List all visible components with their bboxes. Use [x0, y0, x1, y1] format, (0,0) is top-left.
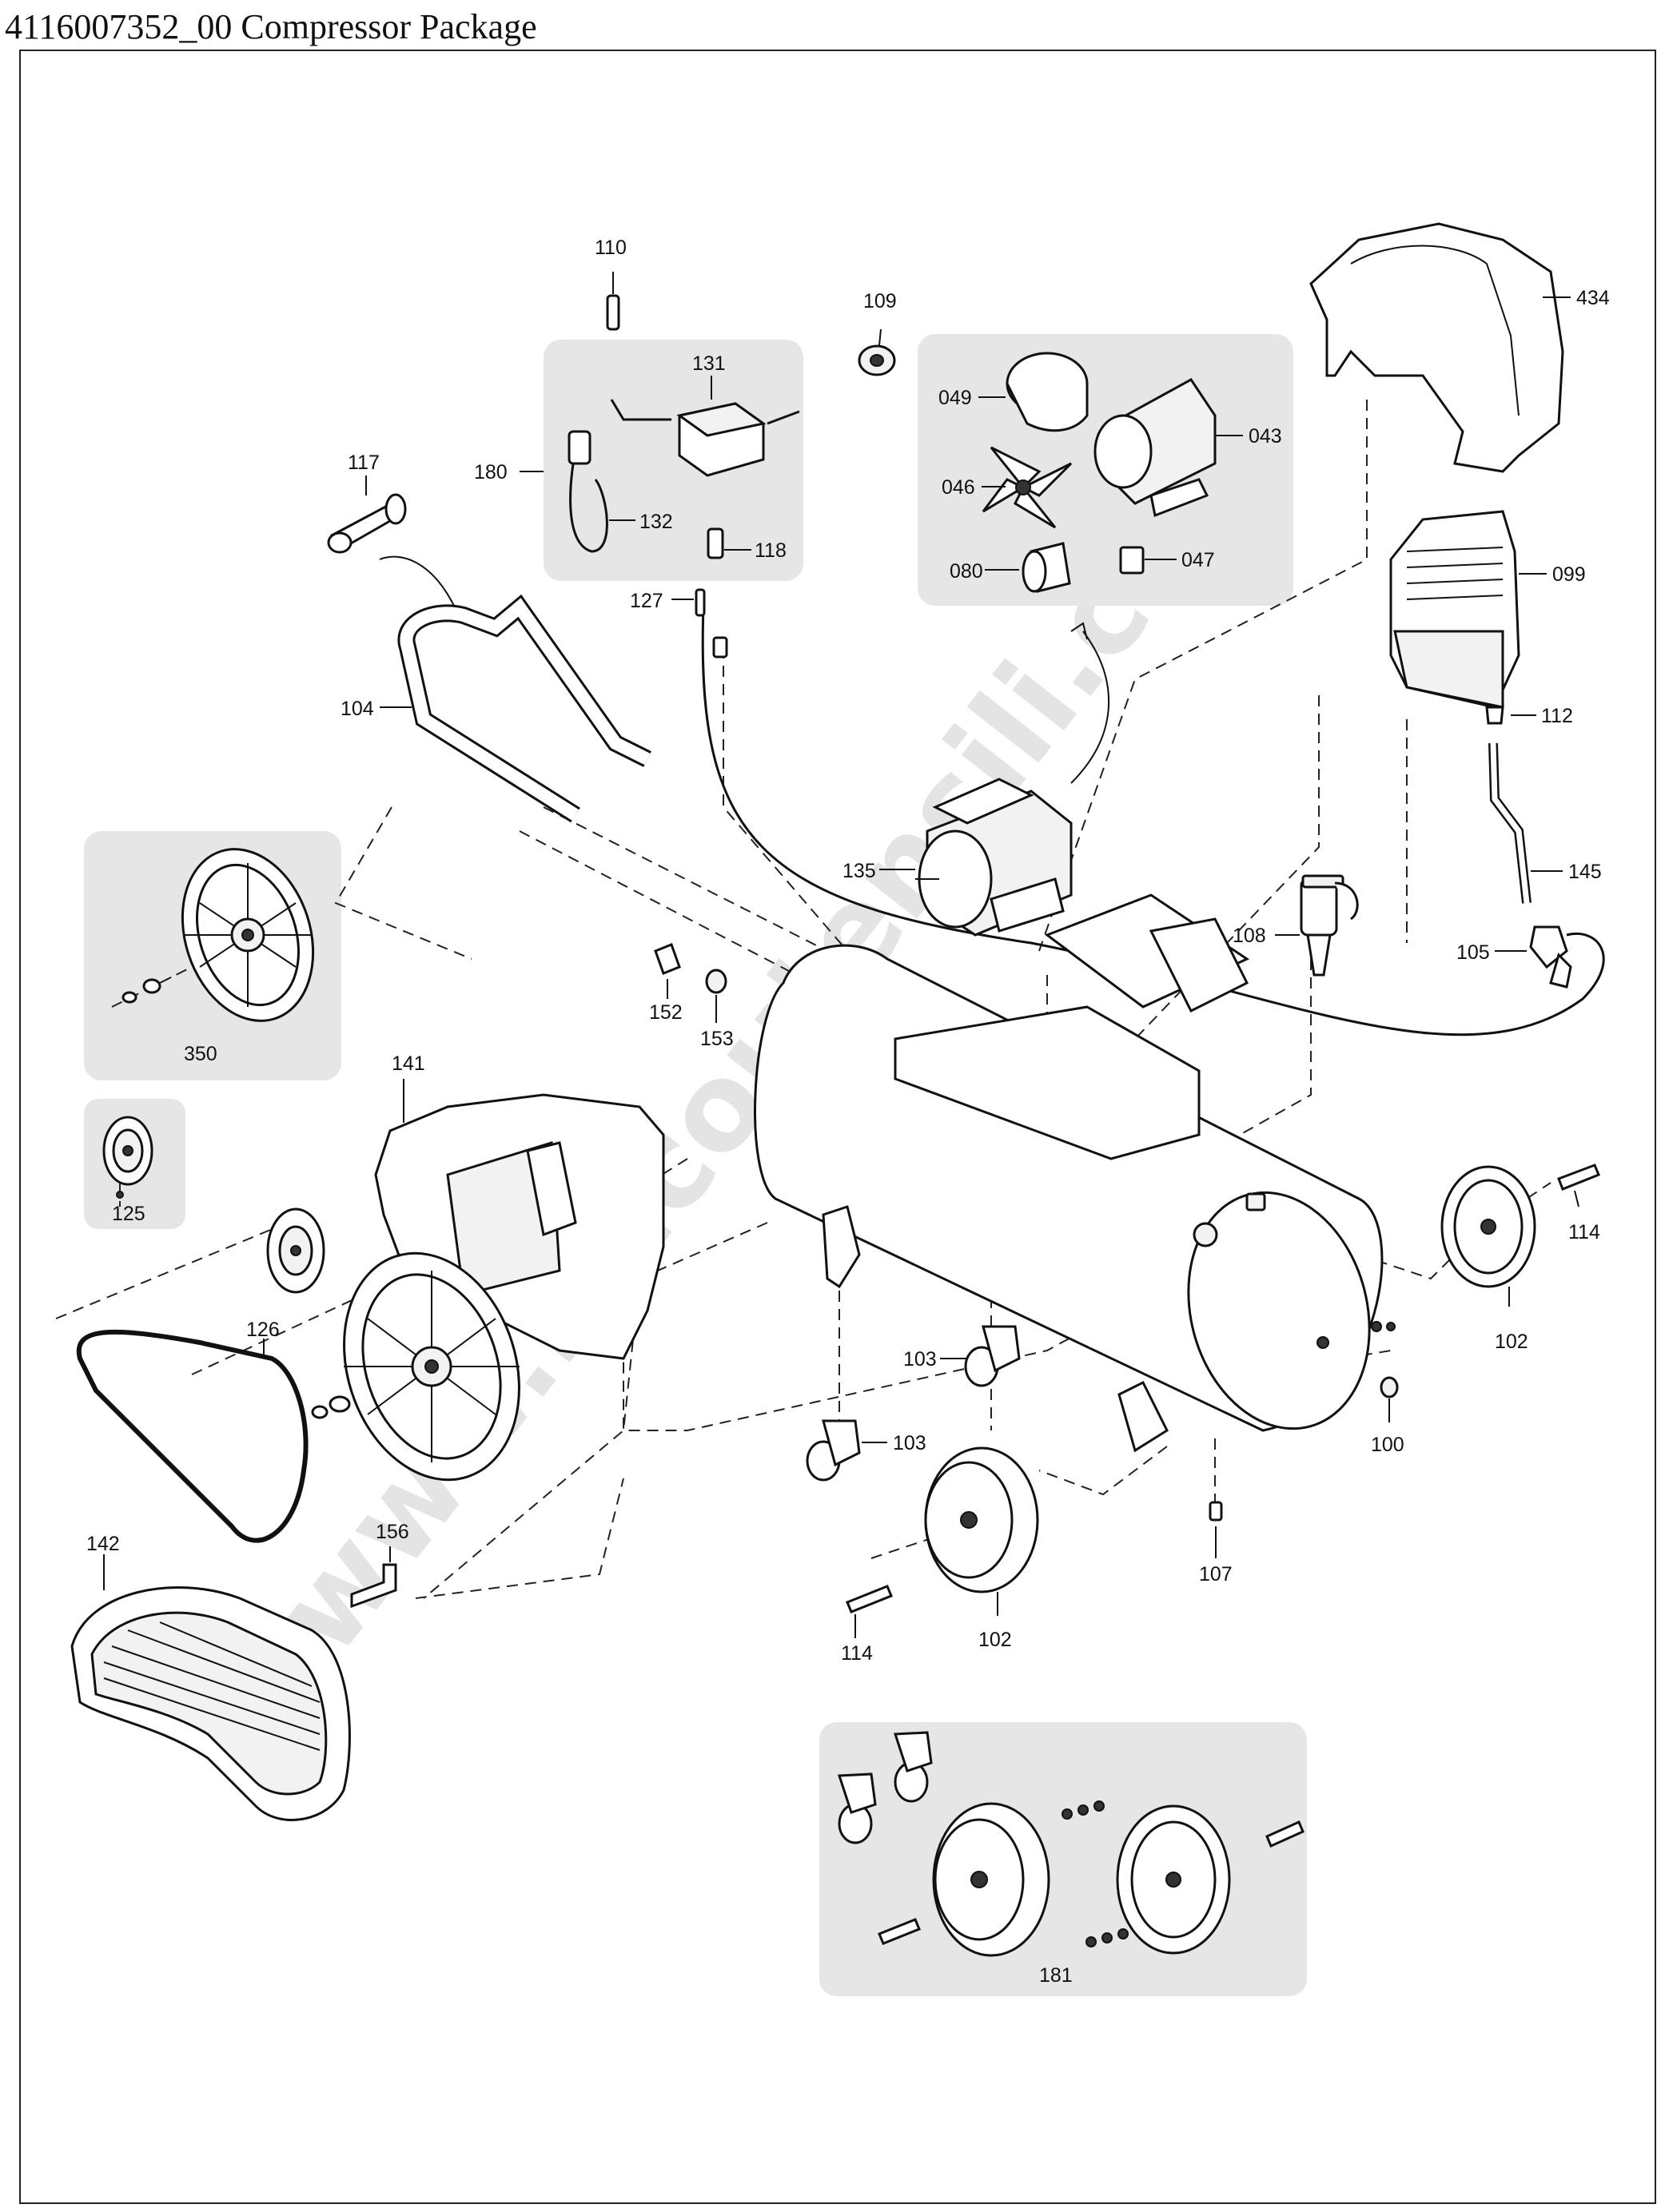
part-number-labels: 110 109 131 180 132 118 127 117 104 049 …	[86, 237, 1610, 1987]
label-102a: 102	[1495, 1331, 1528, 1353]
part-434-pump-cover	[1309, 222, 1571, 473]
label-135: 135	[842, 860, 876, 882]
label-103a: 103	[903, 1348, 937, 1371]
label-104: 104	[341, 698, 374, 720]
label-126: 126	[246, 1319, 280, 1341]
label-131: 131	[692, 352, 726, 375]
label-152: 152	[649, 1001, 683, 1024]
label-108: 108	[1233, 925, 1266, 947]
label-125: 125	[112, 1203, 145, 1225]
part-141-belt-guard-rear	[374, 1079, 665, 1360]
label-103b: 103	[893, 1432, 926, 1454]
part-049-fan-cover	[978, 352, 1089, 432]
part-080-capacitor	[985, 542, 1071, 593]
label-142: 142	[86, 1533, 120, 1555]
part-153-plug	[705, 969, 727, 1023]
part-135-electric-motor	[879, 778, 1073, 937]
part-127-tube	[671, 588, 728, 658]
part-126-v-belt	[76, 1329, 309, 1543]
label-080: 080	[950, 560, 983, 583]
part-114-axle-front	[846, 1585, 893, 1638]
label-127: 127	[630, 590, 663, 612]
large-flywheel	[311, 1251, 520, 1482]
part-118-fitting	[707, 527, 751, 559]
label-180: 180	[474, 461, 508, 483]
part-105-manifold	[1495, 925, 1572, 989]
label-117: 117	[348, 452, 380, 474]
label-110: 110	[595, 237, 627, 259]
part-100-nut	[1371, 1321, 1399, 1422]
part-181-wheel-kit	[837, 1731, 1305, 1957]
part-099-pump	[1389, 510, 1547, 709]
label-102b: 102	[978, 1629, 1012, 1651]
part-145-delivery-pipe	[1488, 742, 1563, 904]
label-046: 046	[942, 476, 975, 499]
label-181: 181	[1039, 1964, 1073, 1987]
label-153: 153	[700, 1028, 734, 1050]
label-109: 109	[863, 290, 897, 312]
motor-pulley	[266, 1207, 325, 1294]
group-box-180	[544, 340, 803, 581]
part-114-axle-right	[1557, 1164, 1600, 1207]
part-117-handle-grip	[327, 475, 456, 610]
label-099: 099	[1552, 563, 1586, 586]
motor-parts-arrow	[1070, 622, 1109, 784]
part-156-bracket	[350, 1546, 397, 1609]
part-152-valve	[654, 943, 681, 999]
label-145: 145	[1568, 861, 1602, 883]
part-350-flywheel	[121, 848, 315, 1022]
diagram-frame	[19, 50, 1656, 2204]
label-132: 132	[639, 511, 673, 533]
part-132-power-cable	[520, 430, 635, 553]
label-107: 107	[1199, 1563, 1233, 1585]
part-047-switch	[1119, 546, 1177, 575]
part-107-drain-valve	[1209, 1501, 1223, 1558]
label-141: 141	[392, 1052, 425, 1075]
group-box-181	[819, 1722, 1307, 1996]
part-112-fitting	[1485, 706, 1536, 725]
label-105: 105	[1456, 941, 1490, 964]
label-434: 434	[1576, 287, 1610, 309]
motor-bracket	[1044, 893, 1250, 1013]
label-100: 100	[1371, 1434, 1404, 1456]
label-047: 047	[1181, 549, 1215, 571]
part-108-filter-regulator	[1275, 874, 1359, 977]
part-103-caster-lower	[806, 1419, 887, 1482]
label-114a: 114	[1568, 1221, 1600, 1243]
label-049: 049	[938, 387, 972, 409]
part-103-caster-upper	[940, 1325, 1021, 1387]
part-102-wheel-right	[1440, 1165, 1536, 1307]
label-118: 118	[755, 539, 787, 562]
part-104-handle	[380, 594, 651, 823]
air-tank	[754, 944, 1384, 1453]
part-046-fan	[982, 446, 1073, 529]
part-125-pulley	[102, 1116, 153, 1199]
label-043: 043	[1249, 425, 1282, 448]
part-109-cap	[858, 328, 896, 376]
part-043-motor	[1093, 378, 1243, 518]
part-131-pressure-switch	[610, 376, 800, 477]
label-112: 112	[1541, 705, 1573, 727]
part-102-wheel-front	[924, 1446, 1039, 1616]
part-110-fitting	[606, 272, 620, 331]
label-156: 156	[376, 1521, 409, 1543]
label-350: 350	[184, 1043, 217, 1065]
label-114b: 114	[841, 1642, 873, 1665]
part-142-belt-guard-front	[70, 1554, 351, 1821]
diagram-title: 4116007352_00 Compressor Package	[5, 7, 537, 46]
